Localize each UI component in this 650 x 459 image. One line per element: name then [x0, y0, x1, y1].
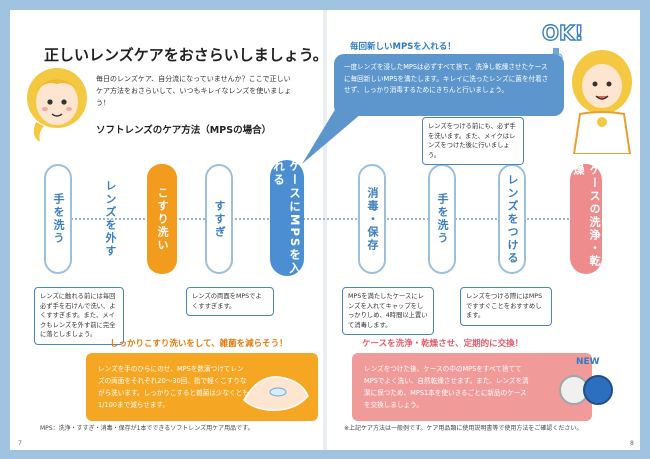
- step-label: レンズを外す: [104, 180, 117, 258]
- new-badge: NEW: [576, 357, 600, 367]
- step-label: ケースにMPSを入れる: [272, 160, 302, 276]
- step-label: 手を洗う: [52, 193, 65, 245]
- note-disinfect: MPSを満たしたケースにレンズを入れてキャップをしっかりしめ、4時間以上置いて消…: [342, 287, 434, 335]
- step-label: ケースの洗浄・乾燥: [572, 164, 601, 268]
- page-number-left: 7: [18, 440, 22, 447]
- step-disinfect: 消毒・保存: [358, 164, 386, 274]
- note-wash-hands-2: レンズをつける前にも、必ず手を洗います。また、メイクはレンズをつけた後に行いまし…: [422, 117, 524, 165]
- callout-text: 一度レンズを浸したMPSは必ずすべて捨て、洗浄し乾燥させたケースに毎回新しいMP…: [344, 63, 549, 94]
- girl-illustration-left: [24, 62, 90, 148]
- step-fill-case: ケースにMPSを入れる: [270, 160, 304, 276]
- footnote-left: MPS：洗浄・すすぎ・消毒・保存が1本でできるソフトレンズ用ケア用品です。: [40, 425, 254, 432]
- case-title: ケースを洗浄・乾燥させ、定期的に交換！: [362, 339, 524, 349]
- footnote-right: ※上記ケア方法は一般例です。ケア用品類に使用説明書等で使用方法をご確認ください。: [344, 425, 583, 432]
- step-case-clean: ケースの洗浄・乾燥: [570, 164, 602, 274]
- step-wash-hands-2: 手を洗う: [428, 164, 456, 274]
- note-wear: レンズをつける際にはMPSですすぐことをおすすめします。: [460, 287, 552, 326]
- step-label: 手を洗う: [436, 193, 449, 245]
- rub-text: レンズを手のひらにのせ、MPSを数滴つけてレンズの両面をそれぞれ20～30回、指…: [98, 365, 249, 409]
- step-label: こすり洗い: [156, 186, 169, 252]
- step-remove-lens: レンズを外す: [96, 164, 124, 274]
- page-number-right: 8: [630, 440, 634, 447]
- intro-text: 毎日のレンズケア、自分流になっていませんか？ここで正しいケア方法をおさらいして、…: [96, 75, 292, 107]
- step-connector: [60, 218, 600, 220]
- step-label: 消毒・保存: [366, 186, 379, 252]
- ok-text: OK!: [542, 21, 584, 45]
- step-wash-hands: 手を洗う: [44, 164, 72, 274]
- note-rinse: レンズの両面をMPSでよくすすぎます。: [186, 287, 274, 316]
- note-wash-hands: レンズに触れる前には毎回必ず手を石けんで洗い、よくすすぎます。また、メイクもレン…: [34, 287, 124, 345]
- case-text: レンズをつけた後、ケースの中のMPSをすべて捨ててMPSでよく洗い、自然乾燥させ…: [364, 365, 529, 409]
- callout-title: 毎回新しいMPSを入れる！: [350, 42, 456, 52]
- callout-box: 一度レンズを浸したMPSは必ずすべて捨て、洗浄し乾燥させたケースに毎回新しいMP…: [334, 54, 564, 116]
- case-box: レンズをつけた後、ケースの中のMPSをすべて捨ててMPSでよく洗い、自然乾燥させ…: [352, 353, 592, 421]
- step-label: レンズをつける: [506, 173, 519, 265]
- step-rub-wash: こすり洗い: [147, 164, 177, 274]
- page-gutter: [323, 10, 327, 450]
- step-wear-lens: レンズをつける: [498, 164, 526, 274]
- rub-title: しっかりこすり洗いをして、雑菌を減らそう！: [110, 339, 288, 349]
- hand-illustration: [240, 360, 312, 416]
- lens-case-illustration: NEW: [552, 346, 622, 412]
- step-label: すすぎ: [213, 199, 226, 239]
- page-title: 正しいレンズケアをおさらいしましょう。: [44, 46, 328, 64]
- step-rinse: すすぎ: [205, 164, 233, 274]
- subheading: ソフトレンズのケア方法（MPSの場合）: [96, 125, 272, 136]
- callout-pointer: [302, 108, 368, 164]
